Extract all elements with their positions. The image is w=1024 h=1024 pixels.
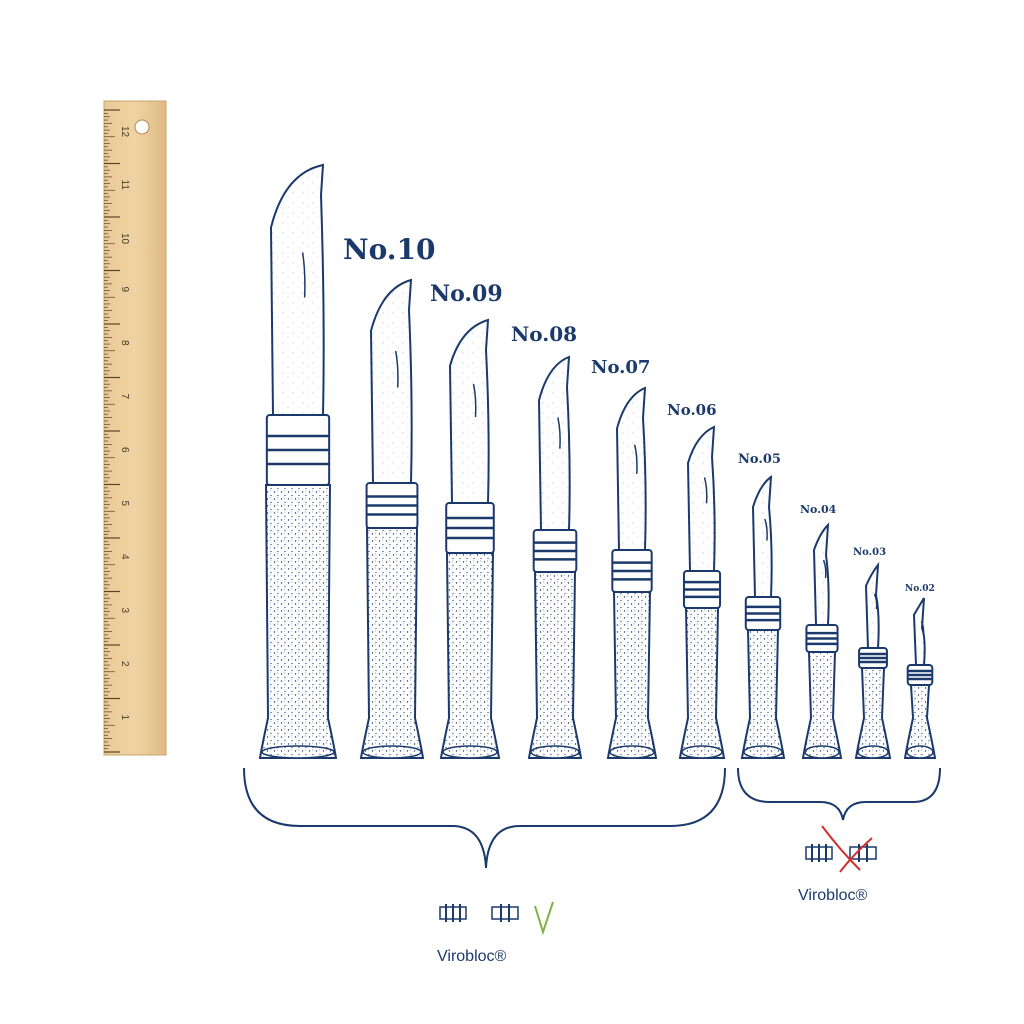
- knife-handle-end: [681, 745, 723, 759]
- knife-labels: No.10 No.09 No.08 No.07 No.06 No.05 No.0…: [343, 233, 935, 594]
- knife-nail-nick: [764, 518, 768, 541]
- knife-label-no06: No.06: [667, 401, 717, 419]
- knife-nail-nick: [873, 593, 878, 610]
- knife-handle: [606, 591, 658, 759]
- knife-blade: [686, 425, 716, 572]
- ruler-number: 8: [119, 340, 130, 346]
- knife: [606, 386, 658, 759]
- knife: [359, 278, 425, 759]
- knife-label-no09: No.09: [430, 281, 503, 307]
- ruler-hole: [134, 119, 150, 135]
- knife-nail-nick: [472, 383, 477, 418]
- ruler-number: 1: [119, 715, 130, 721]
- knife-nail-nick: [557, 417, 561, 449]
- knife-handle-end: [804, 745, 840, 759]
- knife-handle: [678, 607, 726, 759]
- knife-handle: [854, 667, 892, 759]
- check-icon: [534, 901, 554, 936]
- virobloc-open-ring-icon: [805, 844, 833, 862]
- knife-blade: [369, 278, 413, 484]
- knife-label-no02: No.02: [905, 584, 935, 594]
- ruler-number: 10: [119, 233, 130, 245]
- knife: [678, 425, 726, 759]
- knife: [258, 163, 338, 759]
- knife-handle: [740, 629, 786, 759]
- ruler-body: [103, 100, 167, 756]
- knife-blade: [812, 522, 830, 626]
- ruler-number: 5: [119, 501, 130, 507]
- knife-nail-nick: [920, 621, 925, 634]
- knife-handle: [903, 684, 937, 759]
- knife-label-no08: No.08: [511, 322, 577, 346]
- knife-blade: [751, 474, 773, 598]
- knife-blade: [864, 561, 880, 649]
- brace-with-virobloc: [243, 767, 726, 869]
- knife-handle-end: [743, 745, 783, 759]
- ruler-number: 4: [119, 554, 130, 560]
- virobloc-open-ring-icon: [439, 904, 467, 922]
- knife-blade: [912, 597, 926, 666]
- knife-handle-end: [362, 745, 422, 759]
- ruler-number: 3: [119, 608, 130, 614]
- knife-handle-end: [906, 745, 934, 759]
- knife: [439, 318, 501, 759]
- knife-handle: [439, 552, 501, 759]
- ruler-number: 2: [119, 661, 130, 667]
- knife-handle: [801, 651, 843, 759]
- knife-blade: [269, 163, 325, 416]
- knife-blade: [615, 386, 647, 551]
- no-virobloc-icons: [805, 825, 877, 873]
- virobloc-label-large: Virobloc®: [437, 948, 507, 965]
- virobloc-closed-ring-icon: [491, 904, 519, 922]
- knife-nail-nick: [301, 252, 306, 298]
- knife-handle: [527, 571, 583, 759]
- knife: [903, 597, 937, 759]
- ruler-number: 7: [119, 394, 130, 400]
- cross-out-icon: [821, 825, 873, 873]
- knife-blade: [448, 318, 490, 504]
- knife-handle: [359, 527, 425, 759]
- ruler-number: 9: [119, 287, 130, 293]
- knife-blade: [537, 355, 571, 531]
- knife-handle-end: [609, 745, 655, 759]
- knife-nail-nick: [703, 477, 708, 504]
- knife: [801, 522, 843, 759]
- knife-label-no07: No.07: [591, 357, 650, 378]
- knife-label-no10: No.10: [343, 233, 436, 266]
- knife-nail-nick: [394, 350, 399, 388]
- knife-handle-end: [857, 745, 889, 759]
- knife-nail-nick: [633, 444, 638, 474]
- knife-handle: [258, 484, 338, 759]
- ruler-number: 12: [119, 126, 130, 138]
- knife-label-no05: No.05: [738, 452, 781, 467]
- virobloc-ring-icons: [439, 901, 554, 936]
- knife-nail-nick: [822, 559, 827, 579]
- knife: [854, 561, 892, 759]
- knife-lineup: [258, 163, 937, 759]
- knife: [527, 355, 583, 759]
- knife-label-no03: No.03: [853, 547, 886, 558]
- knife-handle-end: [442, 745, 498, 759]
- knife-label-no04: No.04: [800, 503, 837, 516]
- knife-handle-end: [530, 745, 580, 759]
- knife-handle-end: [261, 745, 335, 759]
- virobloc-label-small: Virobloc®: [798, 887, 868, 904]
- brace-without-virobloc: [737, 767, 941, 821]
- ruler-number: 6: [119, 447, 130, 453]
- ruler-number: 11: [119, 180, 130, 191]
- ruler-ticks: [104, 109, 120, 753]
- knife: [740, 474, 786, 759]
